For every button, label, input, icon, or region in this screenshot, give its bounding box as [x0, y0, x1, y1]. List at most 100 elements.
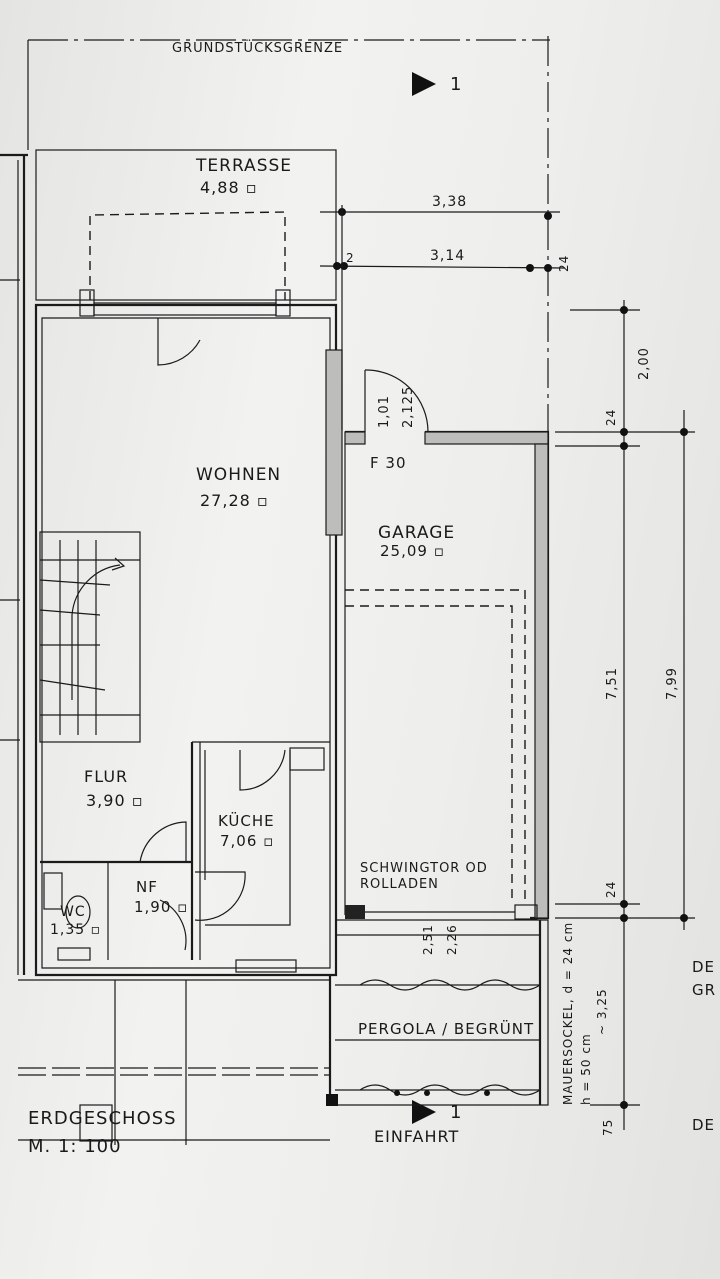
dim-tick: [620, 900, 628, 908]
kitchen-counter-2: [205, 750, 291, 926]
room-name-terrasse: TERRASSE: [195, 156, 292, 176]
dim-tick: [620, 914, 628, 922]
room-name-flur: FLUR: [84, 767, 128, 786]
staircase-outline: [39, 531, 141, 743]
dim-left-small: 2: [346, 251, 355, 265]
dim-top-outer: 3,38: [432, 194, 467, 210]
dim-tick: [620, 442, 628, 450]
door-swing-nf: [194, 871, 246, 921]
room-name-wc: WC: [60, 904, 86, 920]
pergola-beams: [335, 934, 540, 1091]
dim-tick: [620, 306, 628, 314]
fire-wall-hatch: [325, 349, 343, 536]
dim-200: 2,00: [637, 347, 652, 380]
door-swing-flur: [139, 821, 187, 863]
dim-tick: [333, 262, 341, 270]
room-area-garage: 25,09 ▫: [380, 542, 445, 560]
dim-tick: [680, 914, 688, 922]
edge-text-2: GR: [692, 981, 716, 999]
stair-handrail: [71, 564, 121, 700]
door-swing-nf-2: [159, 899, 187, 951]
pergola-planting: [359, 979, 541, 991]
wc-toilet: [65, 895, 91, 929]
wall-base-label-1: MAUERSOCKEL, d = 24 cm: [561, 922, 575, 1105]
room-area-kueche: 7,06 ▫: [220, 832, 274, 850]
dim-tick: [620, 428, 628, 436]
front-yard-box: [79, 1104, 113, 1142]
dim-line-top-inner: [319, 265, 566, 269]
edge-text-1: DE: [692, 958, 715, 976]
house-inner-wall: [41, 317, 331, 969]
dim-75: 75: [601, 1119, 615, 1136]
wall-base-label-2: h = 50 cm: [579, 1033, 593, 1105]
pergola-label: PERGOLA / BEGRÜNT: [358, 1019, 534, 1038]
garage-door-label-2: ROLLADEN: [360, 877, 439, 892]
room-area-nf: 1,90 ▫: [134, 898, 188, 916]
house-outer-wall: [34, 303, 338, 977]
pergola-planting: [359, 1084, 541, 1096]
section-mark-top: 1: [450, 74, 462, 95]
room-name-garage: GARAGE: [378, 523, 455, 543]
garage-door-label-1: SCHWINGTOR OD: [360, 861, 488, 876]
terrace-roof-line: [89, 211, 286, 300]
garage-car-outline-inner: [345, 605, 513, 900]
room-area-wc: 1,35 ▫: [50, 922, 101, 938]
wc-window: [57, 947, 91, 961]
window-pier-left: [79, 289, 95, 317]
dim-right-small: 24: [557, 255, 571, 272]
window-pier-right: [275, 289, 291, 317]
garage-car-outline: [345, 589, 526, 900]
stair-treads: [59, 540, 97, 735]
dim-tick: [680, 428, 688, 436]
property-line-label: GRUNDSTÜCKSGRENZE: [172, 39, 343, 56]
dim-799: 7,99: [665, 667, 680, 700]
door-swing-living: [157, 318, 201, 366]
stair-treads-winders: [39, 559, 140, 716]
garage-side-wall: [534, 443, 549, 919]
pergola-post: [484, 1090, 490, 1096]
door-width-label: 1,01: [377, 395, 392, 428]
pergola-corner-post: [326, 1094, 338, 1106]
section-arrow-top-icon: [412, 72, 436, 96]
garage-outer-wall: [345, 430, 550, 920]
pergola-post: [424, 1090, 430, 1096]
opening-dim-1: 2,51: [421, 924, 435, 955]
room-area-flur: 3,90 ▫: [86, 791, 144, 810]
driveway-label: EINFAHRT: [374, 1127, 459, 1146]
garage-rear-wall: [424, 431, 549, 445]
stair-arrow-icon: [111, 557, 126, 571]
pergola-post: [394, 1090, 400, 1096]
wc-basin: [43, 872, 63, 910]
door-swing-kitchen: [239, 749, 286, 791]
dim-24-bottom: 24: [604, 881, 618, 898]
room-name-wohnen: WOHNEN: [196, 465, 281, 485]
room-area-wohnen: 27,28 ▫: [200, 491, 269, 510]
door-height-label: 2,125: [401, 386, 416, 428]
pergola-outline: [335, 919, 549, 1106]
edge-text-3: DE: [692, 1116, 715, 1134]
dim-tick: [526, 264, 534, 272]
wall-base-label-3: ~ 3,25: [595, 988, 609, 1035]
opening-dim-2: 2,26: [445, 924, 459, 955]
room-name-kueche: KÜCHE: [218, 811, 275, 830]
floor-title: ERDGESCHOSS: [28, 1108, 177, 1129]
dim-tick: [544, 264, 552, 272]
dim-tick: [544, 212, 552, 220]
door-swing-garage: [364, 369, 429, 433]
kitchen-window: [235, 959, 297, 973]
section-arrow-bottom-icon: [412, 1100, 436, 1124]
dim-top-inner: 3,14: [430, 248, 465, 264]
fire-door-label: F 30: [370, 454, 406, 472]
garage-door-pier: [344, 431, 366, 445]
floor-scale: M. 1: 100: [28, 1136, 122, 1157]
garage-door-post-left: [345, 905, 365, 919]
room-name-nf: NF: [136, 878, 158, 896]
front-path: [18, 1067, 330, 1076]
dim-751: 7,51: [605, 667, 620, 700]
front-yard-divider: [114, 980, 187, 1145]
dim-24-top: 24: [604, 409, 618, 426]
room-area-terrasse: 4,88 ▫: [200, 178, 258, 197]
terrace-outline: [35, 149, 337, 301]
